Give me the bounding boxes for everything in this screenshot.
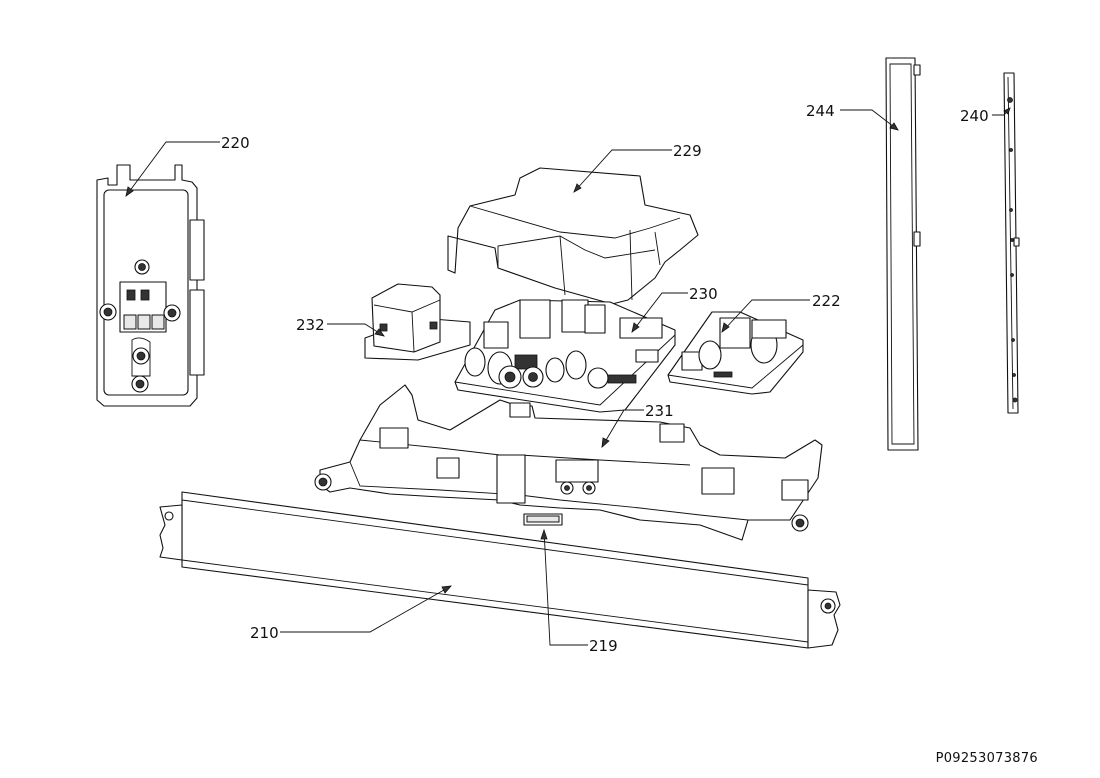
- callout-220: 220: [221, 134, 250, 152]
- callout-222: 222: [812, 292, 841, 310]
- callout-231: 231: [645, 402, 674, 420]
- part-244-light-bar[interactable]: [885, 57, 921, 451]
- callout-240: 240: [960, 107, 989, 125]
- part-222-secondary-pcb[interactable]: [667, 311, 804, 395]
- callout-229: 229: [673, 142, 702, 160]
- part-229-cover[interactable]: [447, 167, 699, 305]
- leader-lines: [125, 107, 1011, 646]
- part-232-transformer[interactable]: [364, 283, 471, 361]
- part-219-label[interactable]: [523, 513, 563, 526]
- callout-210: 210: [250, 624, 279, 642]
- callout-219: 219: [589, 637, 618, 655]
- callout-230: 230: [689, 285, 718, 303]
- part-210-front-panel[interactable]: [159, 491, 841, 649]
- callout-labels: 220 229 244 240 230 222 232 231 210 219: [221, 102, 989, 655]
- part-231-chassis[interactable]: [314, 384, 823, 541]
- part-220-terminal-housing[interactable]: [96, 164, 205, 407]
- callout-232: 232: [296, 316, 325, 334]
- document-code: P09253073876: [935, 751, 1038, 766]
- part-240-display-strip[interactable]: [1003, 72, 1020, 414]
- callout-244: 244: [806, 102, 835, 120]
- arrow-heads: [125, 107, 1011, 594]
- part-230-main-pcb[interactable]: [454, 299, 676, 413]
